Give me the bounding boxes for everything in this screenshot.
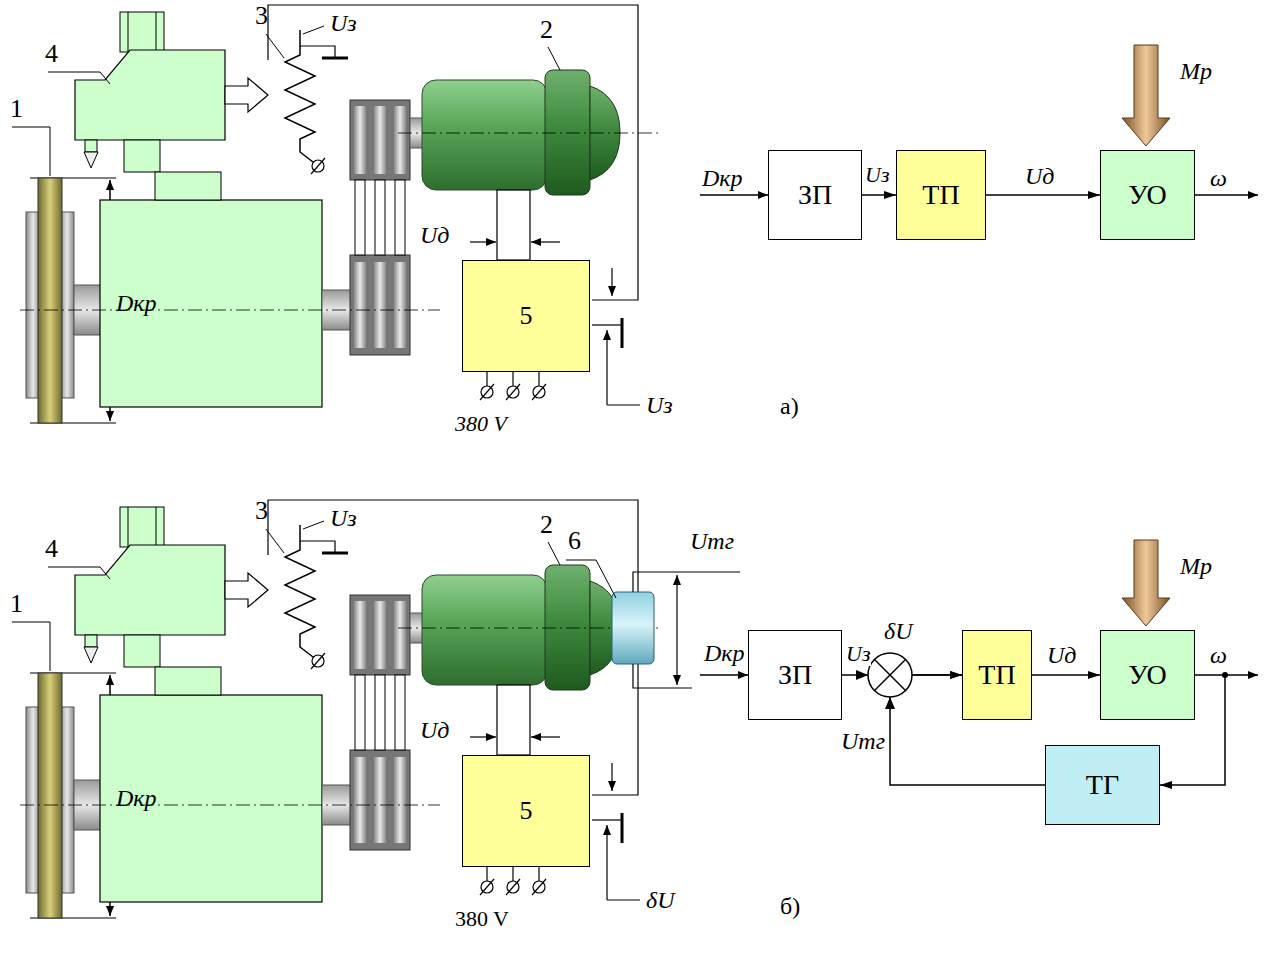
polyline-shape [633, 664, 692, 688]
setter-block: ЗП [748, 630, 842, 720]
converter-block: ТП [896, 150, 986, 240]
line-shape [874, 659, 906, 691]
line-shape [1225, 674, 1258, 676]
circle-shape [868, 653, 912, 697]
box-text: 5 [520, 301, 533, 331]
signal-name: Uд [420, 222, 449, 248]
box-text: 5 [520, 796, 533, 826]
box-text: ТП [978, 659, 1015, 691]
dimension-label: Dкр [116, 290, 157, 316]
polyline-shape [633, 572, 740, 592]
signal-name: Uз [845, 642, 871, 666]
box-text: ЗП [798, 179, 832, 211]
line-shape [676, 575, 677, 685]
box-text: ТГ [1086, 769, 1119, 801]
machine-a [12, 5, 660, 423]
path-shape [856, 670, 868, 680]
line-shape [700, 674, 748, 676]
polyline-shape [566, 560, 616, 598]
load-torque-arrow [1122, 45, 1170, 146]
callout-number: 4 [45, 40, 58, 69]
figure-label: а) [780, 393, 799, 419]
load-torque-arrow [1122, 540, 1170, 626]
signal-connector [1032, 674, 1100, 676]
converter-box: 5 [462, 260, 590, 372]
converter-block: ТП [962, 630, 1032, 720]
signal-name: δU [884, 618, 913, 644]
plant-block: УО [1100, 150, 1195, 240]
callout-number: 2 [540, 16, 553, 45]
callout-number: 3 [255, 2, 268, 31]
callout-number: 1 [10, 95, 23, 124]
box-text: ТП [922, 179, 959, 211]
signal-name: Uтг [840, 728, 886, 754]
signal-name: Dкр [702, 165, 743, 191]
signal-name: Uд [1024, 163, 1055, 189]
figure-label: б) [780, 893, 800, 919]
signal-name: Uд [420, 717, 449, 743]
signal-name: Uз [864, 163, 890, 187]
path-shape [885, 697, 895, 709]
signal-name: ω [1210, 642, 1227, 668]
supply-label: 380 V [455, 412, 507, 436]
signal-connector [862, 194, 896, 196]
machine-b [12, 500, 660, 918]
signal-name: Dкр [704, 640, 745, 666]
signal-name: Uз [330, 505, 357, 531]
signal-connector [986, 194, 1100, 196]
callout-number: 3 [255, 497, 268, 526]
tachogenerator [612, 592, 654, 664]
plant-block: УО [1100, 630, 1195, 720]
tachogenerator-block: ТГ [1045, 745, 1160, 825]
signal-name: δU [646, 887, 675, 913]
callout-number: 1 [10, 590, 23, 619]
callout-number: 6 [568, 527, 581, 556]
g-shape [842, 195, 1225, 785]
line-shape [1195, 194, 1258, 196]
signal-name: Mр [1180, 553, 1212, 579]
box-text: ЗП [778, 659, 812, 691]
dimension-label: Dкр [116, 785, 157, 811]
box-text: УО [1128, 659, 1167, 691]
signal-name: Uз [330, 10, 357, 36]
supply-label: 380 V [455, 907, 509, 931]
signal-name: ω [1210, 165, 1227, 191]
callout-number: 4 [45, 535, 58, 564]
callout-number: 2 [540, 511, 553, 540]
signal-name: Uд [1046, 642, 1077, 668]
line-shape [874, 659, 906, 691]
signal-name: Mр [1180, 58, 1212, 84]
signal-name: Uтг [690, 528, 734, 554]
signal-name: Uз [646, 392, 673, 418]
setter-block: ЗП [768, 150, 862, 240]
line-shape [700, 194, 768, 196]
box-text: УО [1128, 179, 1167, 211]
converter-box: 5 [462, 755, 590, 867]
